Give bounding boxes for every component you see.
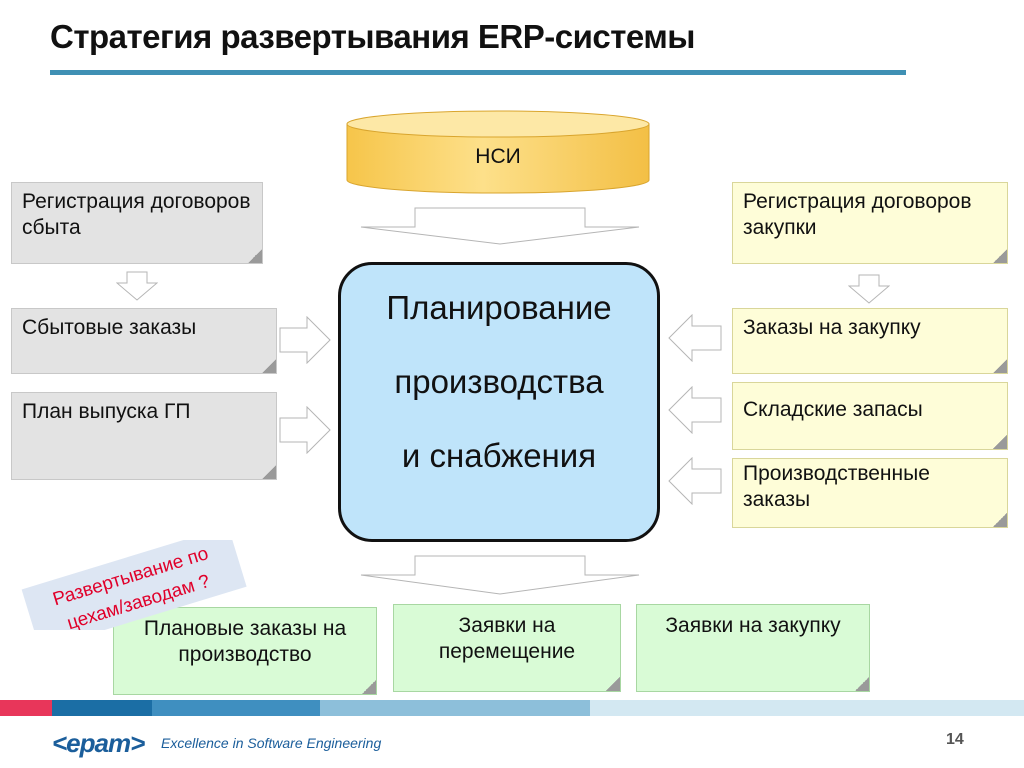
note-fold-icon <box>262 359 276 373</box>
production-orders-note: Производственные заказы <box>732 458 1008 528</box>
footer-bar-pale <box>590 700 1024 716</box>
purchase-requests-label: Заявки на закупку <box>665 614 841 637</box>
transfer-requests-label: Заявки на перемещение <box>438 614 576 664</box>
nsi-cylinder-shape <box>346 110 650 194</box>
footer-bar-red <box>0 700 52 716</box>
arrow-down-nsi-icon <box>360 207 640 245</box>
epam-logo: <epam> <box>52 728 145 758</box>
arrow-left-production-orders-icon <box>668 457 722 505</box>
page-number: 14 <box>946 731 964 748</box>
planned-orders-note: Плановые заказы на производство <box>113 607 377 695</box>
arrow-left-stock-icon <box>668 386 722 434</box>
transfer-requests-note: Заявки на перемещение <box>393 604 621 692</box>
note-fold-icon <box>362 680 376 694</box>
note-fold-icon <box>993 513 1007 527</box>
purchase-contracts-label: Регистрация договоров закупки <box>743 190 972 240</box>
arrow-down-outputs-icon <box>360 555 640 595</box>
slide-title: Стратегия развертывания ERP-системы <box>50 18 695 55</box>
footer-bar-steel <box>152 700 320 716</box>
purchase-orders-label: Заказы на закупку <box>743 316 921 339</box>
production-plan-note: План выпуска ГП <box>11 392 277 480</box>
sales-orders-label: Сбытовые заказы <box>22 316 197 339</box>
hub-line-1: Планирование <box>386 289 612 326</box>
stock-note: Складские запасы <box>732 382 1008 450</box>
note-fold-icon <box>606 677 620 691</box>
sales-contracts-note: Регистрация договоров сбыта <box>11 182 263 264</box>
arrow-right-production-plan-icon <box>279 406 331 454</box>
footer-tagline: Excellence in Software Engineering <box>161 735 382 751</box>
deployment-callout: Развертывание по цехам/заводам ? <box>21 540 247 630</box>
footer-bar-lightblue <box>320 700 590 716</box>
stock-label: Складские запасы <box>743 398 923 421</box>
note-fold-icon <box>993 359 1007 373</box>
arrow-down-purchase-icon <box>848 274 890 304</box>
note-fold-icon <box>993 435 1007 449</box>
purchase-requests-note: Заявки на закупку <box>636 604 870 692</box>
arrow-right-sales-orders-icon <box>279 316 331 364</box>
hub-line-2: производства <box>394 363 604 400</box>
sales-contracts-label: Регистрация договоров сбыта <box>22 190 251 240</box>
nsi-label: НСИ <box>475 145 521 168</box>
planning-hub: Планирование производства и снабжения <box>338 262 660 542</box>
title-underline <box>50 70 906 75</box>
planned-orders-label: Плановые заказы на производство <box>143 617 347 667</box>
hub-line-3: и снабжения <box>401 437 597 474</box>
note-fold-icon <box>855 677 869 691</box>
arrow-down-sales-icon <box>116 271 158 301</box>
production-plan-label: План выпуска ГП <box>22 400 191 423</box>
purchase-orders-note: Заказы на закупку <box>732 308 1008 374</box>
purchase-contracts-note: Регистрация договоров закупки <box>732 182 1008 264</box>
footer-bar-blue <box>52 700 152 716</box>
arrow-left-purchase-orders-icon <box>668 314 722 362</box>
production-orders-label: Производственные заказы <box>743 462 930 512</box>
note-fold-icon <box>248 249 262 263</box>
sales-orders-note: Сбытовые заказы <box>11 308 277 374</box>
note-fold-icon <box>262 465 276 479</box>
note-fold-icon <box>993 249 1007 263</box>
